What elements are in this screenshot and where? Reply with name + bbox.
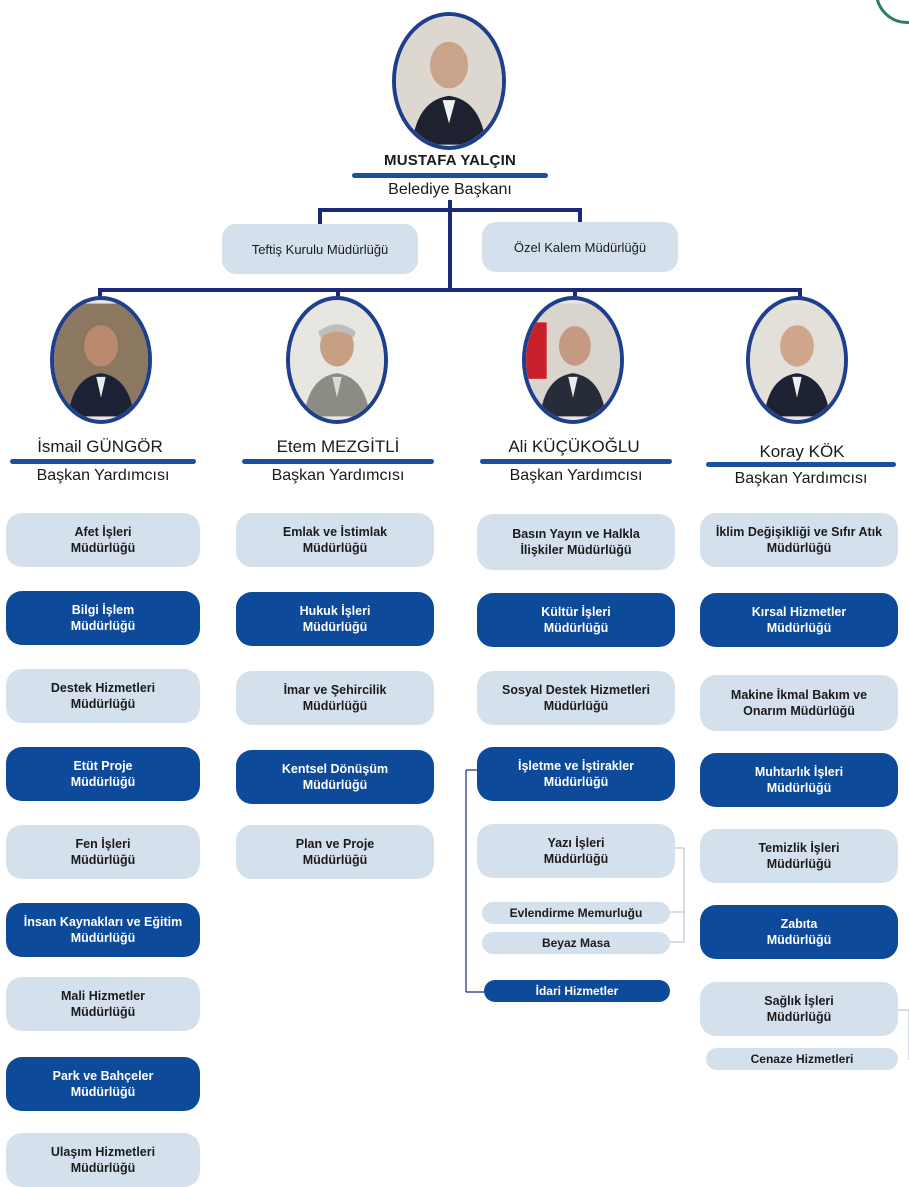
unit-isletme-istirakler[interactable]: İşletme ve İştirakler Müdürlüğü — [477, 747, 675, 801]
unit-basin-yayin[interactable]: Basın Yayın ve Halkla İlişkiler Müdürlüğ… — [477, 514, 675, 570]
deputy-name-4: Koray KÖK — [759, 442, 845, 461]
deputy-rule-1 — [10, 459, 196, 464]
unit-insan-kaynaklari[interactable]: İnsan Kaynakları ve Eğitim Müdürlüğü — [6, 903, 200, 957]
deputy-photo-2 — [286, 296, 388, 424]
deputy-name-3: Ali KÜÇÜKOĞLU — [508, 437, 640, 456]
mayor-title: Belediye Başkanı — [388, 181, 512, 198]
unit-hukuk[interactable]: Hukuk İşleri Müdürlüğü — [236, 592, 434, 646]
deputy-title-3: Başkan Yardımcısı — [509, 467, 643, 484]
unit-ulasim[interactable]: Ulaşım Hizmetleri Müdürlüğü — [6, 1133, 200, 1187]
deputy-title-1: Başkan Yardımcısı — [36, 467, 170, 484]
unit-afet[interactable]: Afet İşleri Müdürlüğü — [6, 513, 200, 567]
subunit-evlendirme[interactable]: Evlendirme Memurluğu — [482, 902, 670, 924]
deputy-title-2: Başkan Yardımcısı — [271, 467, 405, 484]
unit-park-bahceler[interactable]: Park ve Bahçeler Müdürlüğü — [6, 1057, 200, 1111]
unit-saglik[interactable]: Sağlık İşleri Müdürlüğü — [700, 982, 898, 1036]
deputy-photo-3 — [522, 296, 624, 424]
deputy-name-2: Etem MEZGİTLİ — [276, 437, 400, 456]
unit-yazi-isleri[interactable]: Yazı İşleri Müdürlüğü — [477, 824, 675, 878]
unit-makine-ikmal[interactable]: Makine İkmal Bakım ve Onarım Müdürlüğü — [700, 675, 898, 731]
unit-etut-proje[interactable]: Etüt Proje Müdürlüğü — [6, 747, 200, 801]
unit-mali-hizmetler[interactable]: Mali Hizmetler Müdürlüğü — [6, 977, 200, 1031]
top-unit-ozel-kalem[interactable]: Özel Kalem Müdürlüğü — [482, 222, 678, 272]
unit-fen-isleri[interactable]: Fen İşleri Müdürlüğü — [6, 825, 200, 879]
unit-iklim[interactable]: İklim Değişikliği ve Sıfır Atık Müdürlüğ… — [700, 513, 898, 567]
unit-temizlik[interactable]: Temizlik İşleri Müdürlüğü — [700, 829, 898, 883]
unit-plan-proje[interactable]: Plan ve Proje Müdürlüğü — [236, 825, 434, 879]
unit-bilgi-islem[interactable]: Bilgi İşlem Müdürlüğü — [6, 591, 200, 645]
mayor-name: MUSTAFA YALÇIN — [384, 152, 516, 169]
deputy-photo-1 — [50, 296, 152, 424]
subunit-cenaze[interactable]: Cenaze Hizmetleri — [706, 1048, 898, 1070]
deputy-photo-4 — [746, 296, 848, 424]
unit-imar[interactable]: İmar ve Şehircilik Müdürlüğü — [236, 671, 434, 725]
unit-zabita[interactable]: Zabıta Müdürlüğü — [700, 905, 898, 959]
unit-kirsal[interactable]: Kırsal Hizmetler Müdürlüğü — [700, 593, 898, 647]
deputy-rule-3 — [480, 459, 672, 464]
subunit-idari-hizmetler[interactable]: İdari Hizmetler — [484, 980, 670, 1002]
unit-muhtarlik[interactable]: Muhtarlık İşleri Müdürlüğü — [700, 753, 898, 807]
deputy-name-1: İsmail GÜNGÖR — [37, 437, 163, 456]
mayor-photo — [392, 12, 506, 150]
top-unit-teftis[interactable]: Teftiş Kurulu Müdürlüğü — [222, 224, 418, 274]
unit-kultur[interactable]: Kültür İşleri Müdürlüğü — [477, 593, 675, 647]
mayor-rule — [352, 173, 548, 178]
deputy-rule-2 — [242, 459, 434, 464]
deputy-title-4: Başkan Yardımcısı — [734, 470, 868, 487]
unit-kentsel-donusum[interactable]: Kentsel Dönüşüm Müdürlüğü — [236, 750, 434, 804]
unit-sosyal-destek[interactable]: Sosyal Destek Hizmetleri Müdürlüğü — [477, 671, 675, 725]
subunit-beyaz-masa[interactable]: Beyaz Masa — [482, 932, 670, 954]
deputy-rule-4 — [706, 462, 896, 467]
unit-emlak[interactable]: Emlak ve İstimlak Müdürlüğü — [236, 513, 434, 567]
unit-destek[interactable]: Destek Hizmetleri Müdürlüğü — [6, 669, 200, 723]
